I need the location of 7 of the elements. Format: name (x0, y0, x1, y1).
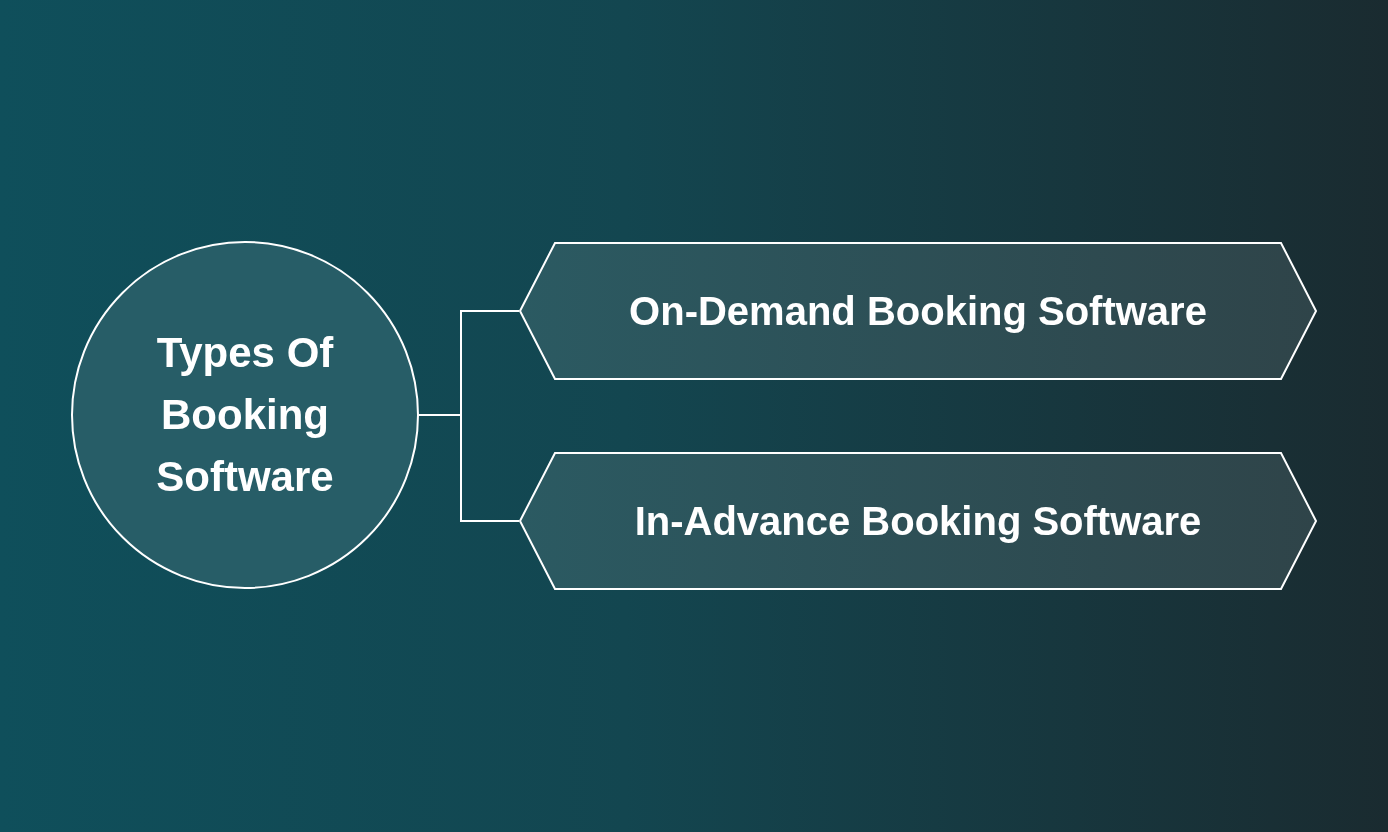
node-label: On-Demand Booking Software (629, 288, 1207, 335)
circle-node (71, 241, 419, 589)
hexagon-node (519, 242, 1317, 380)
hexagon-node (519, 452, 1317, 590)
node-label: In-Advance Booking Software (634, 498, 1202, 545)
connector-line (418, 414, 520, 522)
node-label: Types Of Booking Software (155, 328, 335, 502)
